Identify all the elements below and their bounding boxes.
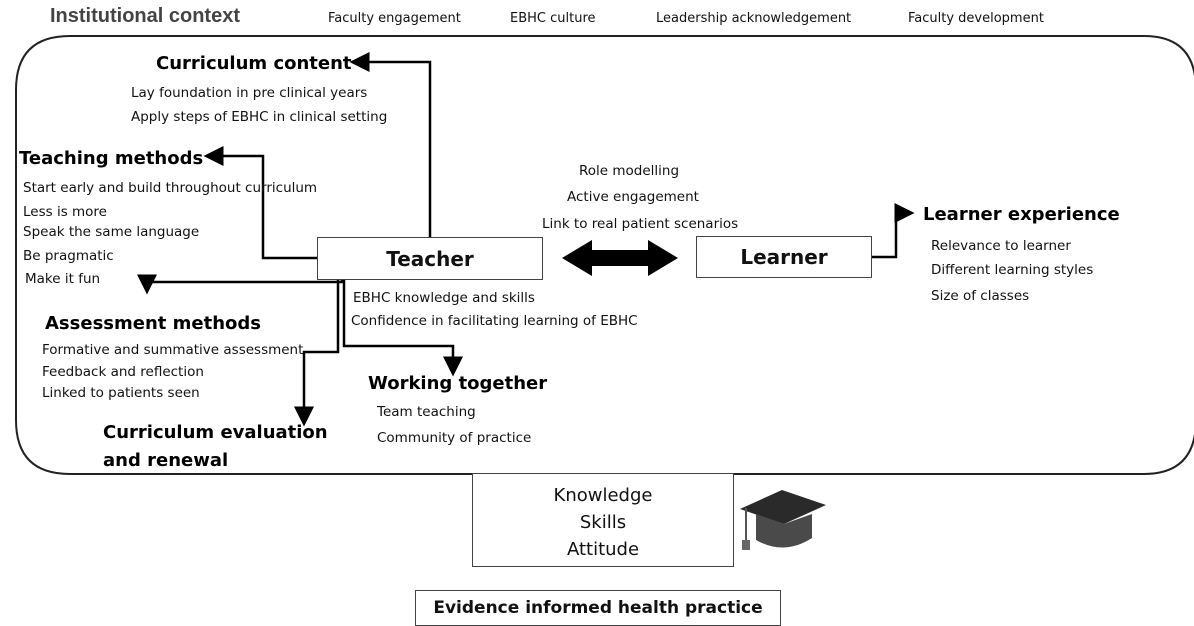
evidence-practice-box: Evidence informed health practice — [415, 590, 781, 626]
double-arrow-teacher-learner — [562, 240, 678, 276]
curriculum-content-item: Apply steps of EBHC in clinical setting — [131, 109, 388, 125]
learner-experience-item: Different learning styles — [931, 262, 1094, 278]
curriculum-content-heading: Curriculum content — [156, 53, 352, 74]
institutional-item: Leadership acknowledgement — [656, 11, 852, 26]
interaction-item: Active engagement — [567, 189, 699, 205]
teacher-box: Teacher — [317, 237, 543, 280]
curriculum-evaluation-heading-line2: and renewal — [103, 450, 229, 471]
outcome-skills: Skills — [579, 512, 627, 533]
assessment-methods-heading: Assessment methods — [45, 313, 261, 334]
teaching-methods-item: Start early and build throughout curricu… — [23, 180, 318, 196]
working-together-item: Community of practice — [377, 430, 532, 446]
outcomes-box: Knowledge Skills Attitude — [472, 473, 734, 567]
arrow-teaching-methods — [203, 146, 317, 260]
institutional-item: Faculty development — [908, 11, 1044, 26]
learner-experience-item: Relevance to learner — [931, 238, 1071, 254]
learner-experience-heading: Learner experience — [923, 204, 1120, 225]
institutional-item: Faculty engagement — [328, 11, 461, 26]
working-together-item: Team teaching — [377, 404, 476, 420]
arrow-assessment-methods — [137, 274, 344, 295]
assessment-methods-item: Formative and summative assessment — [42, 342, 304, 358]
teacher-item: Confidence in facilitating learning of E… — [351, 313, 638, 329]
outcome-knowledge: Knowledge — [553, 485, 653, 506]
learner-experience-item: Size of classes — [931, 288, 1030, 304]
interaction-item: Link to real patient scenarios — [542, 216, 739, 232]
assessment-methods-item: Linked to patients seen — [42, 385, 200, 401]
teaching-methods-item: Make it fun — [25, 271, 101, 287]
arrow-working-together — [342, 279, 463, 377]
institutional-context-title: Institutional context — [50, 5, 240, 27]
teaching-methods-heading: Teaching methods — [19, 148, 204, 169]
graduation-cap-icon — [740, 490, 826, 550]
assessment-methods-item: Feedback and reflection — [42, 364, 204, 380]
arrow-learner-experience — [872, 203, 915, 259]
curriculum-content-item: Lay foundation in pre clinical years — [131, 85, 368, 101]
curriculum-evaluation-heading: Curriculum evaluation — [103, 422, 328, 443]
teaching-methods-item: Be pragmatic — [23, 248, 114, 264]
arrow-curriculum-content — [349, 52, 432, 238]
arrow-curriculum-evaluation — [294, 279, 340, 427]
teaching-methods-item: Less is more — [23, 204, 107, 220]
working-together-heading: Working together — [368, 373, 548, 394]
teaching-methods-item: Speak the same language — [23, 224, 200, 240]
outcome-attitude: Attitude — [566, 539, 640, 560]
institutional-item: EBHC culture — [510, 11, 596, 26]
institutional-context-boundary — [15, 35, 1194, 475]
interaction-item: Role modelling — [579, 163, 680, 179]
teacher-item: EBHC knowledge and skills — [353, 290, 535, 306]
learner-box: Learner — [696, 236, 872, 278]
